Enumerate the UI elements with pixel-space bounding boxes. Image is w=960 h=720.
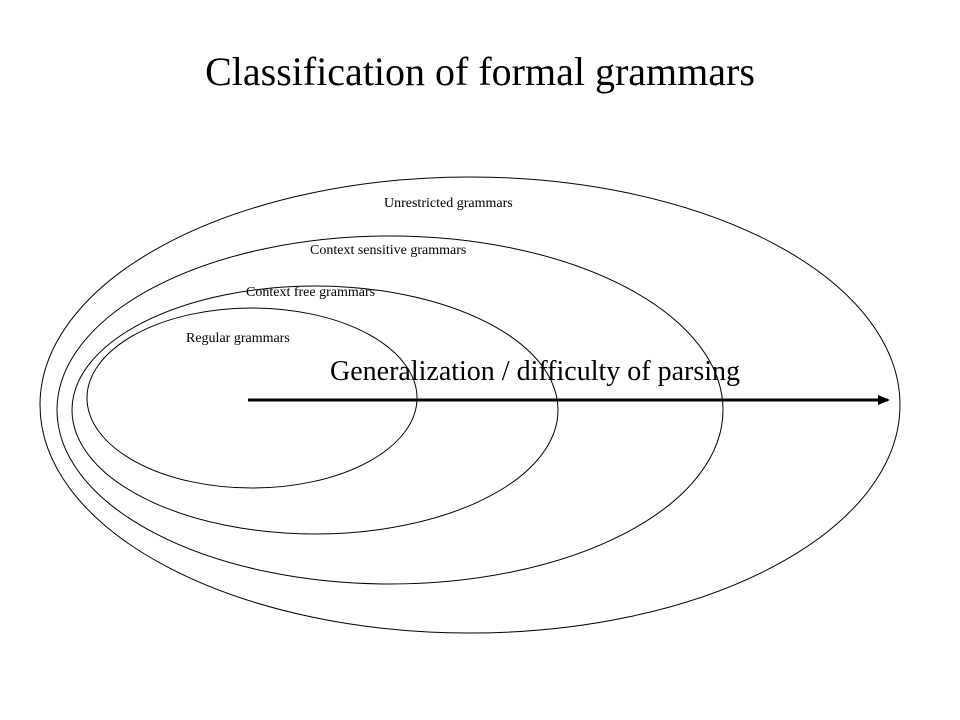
unrestricted-grammars-label: Unrestricted grammars: [384, 196, 513, 211]
context-free-grammars-label: Context free grammars: [246, 285, 375, 300]
context-sensitive-grammars-label: Context sensitive grammars: [310, 243, 466, 258]
regular-grammars-ellipse: [86, 307, 418, 489]
context-free-grammars-ellipse: [71, 285, 559, 535]
regular-grammars-label: Regular grammars: [186, 331, 290, 346]
context-sensitive-grammars-ellipse: [56, 235, 724, 585]
generalization-axis-label: Generalization / difficulty of parsing: [330, 356, 740, 387]
unrestricted-grammars-ellipse: [39, 176, 901, 634]
slide-title: Classification of formal grammars: [205, 49, 755, 94]
